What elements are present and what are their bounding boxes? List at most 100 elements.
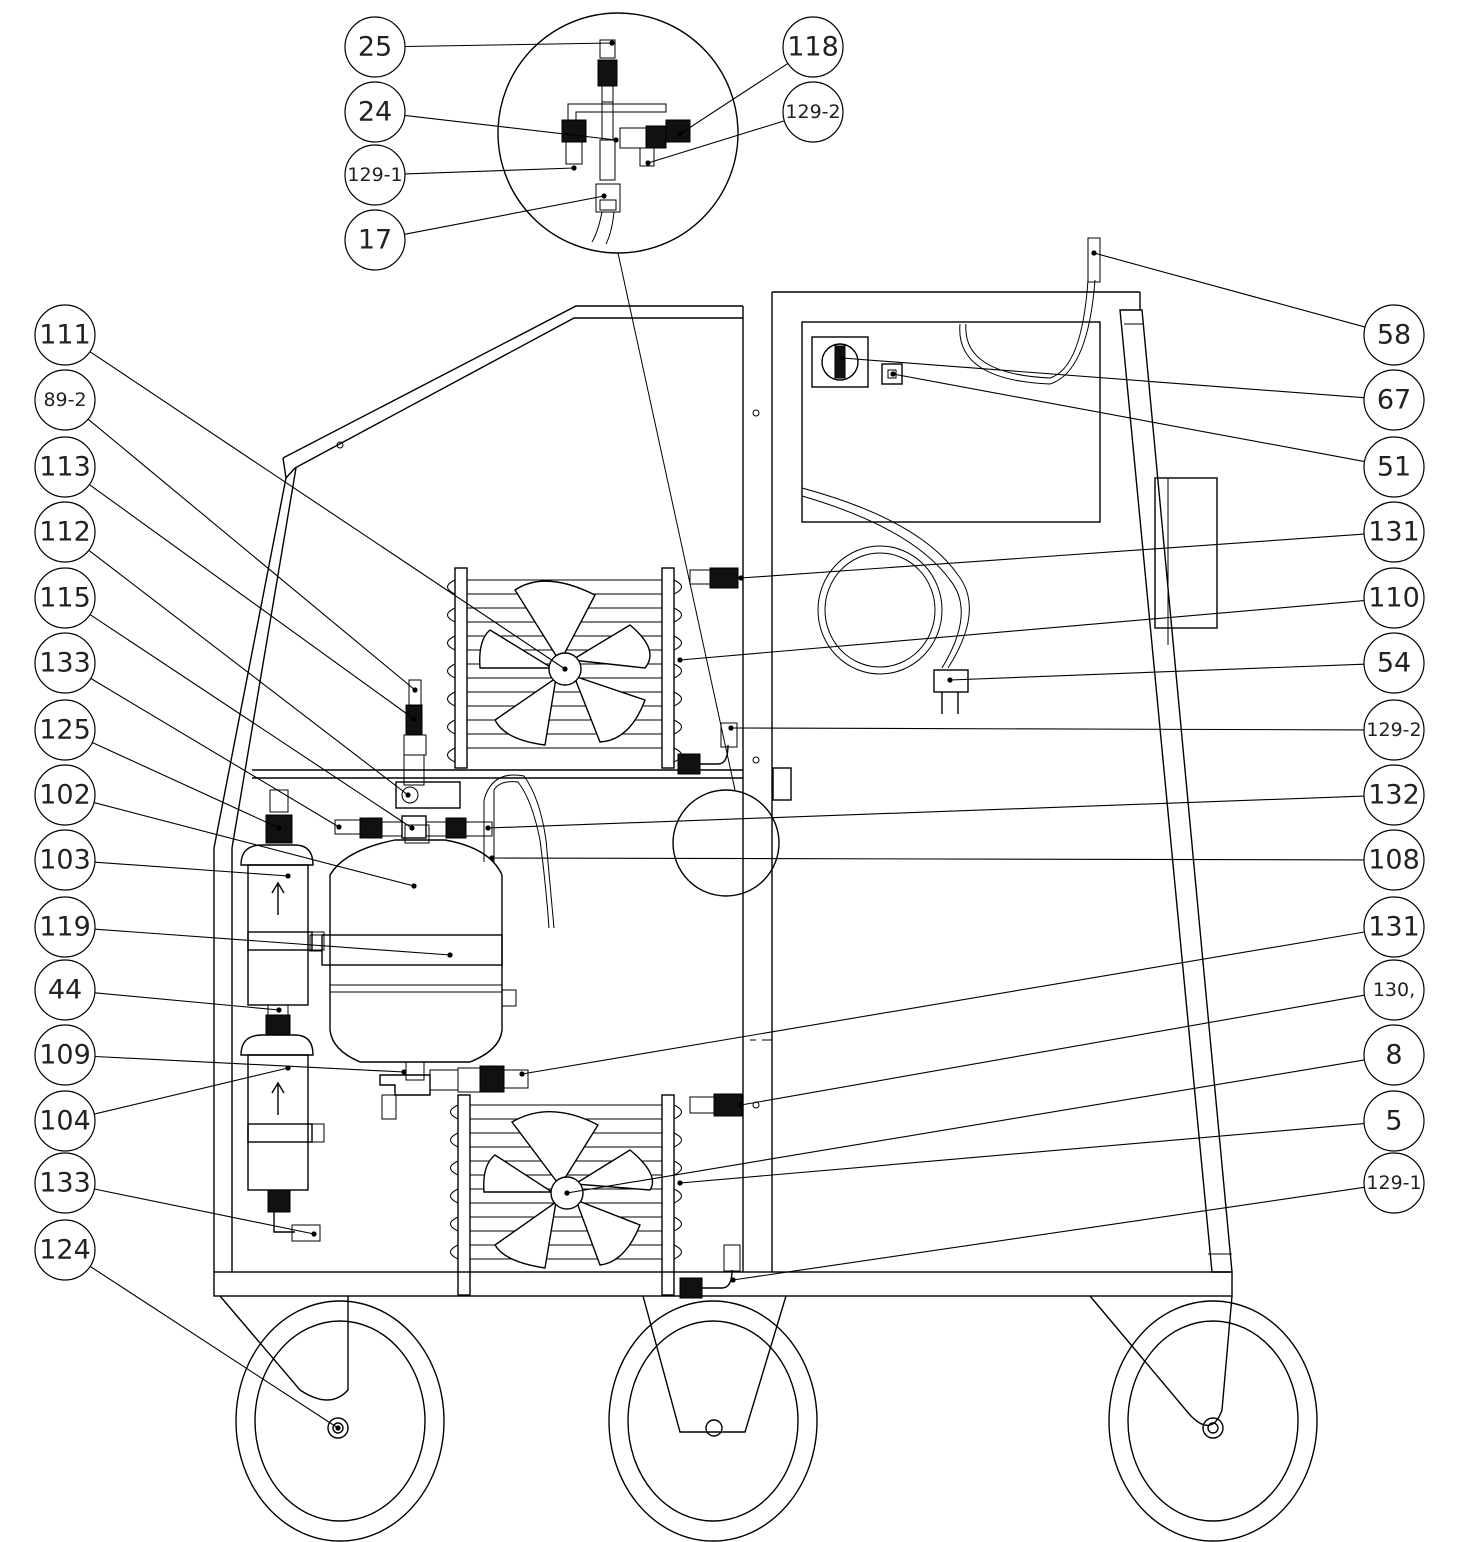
leader-target-dot [412, 687, 418, 693]
callout-circle [782, 16, 844, 78]
callout-number: 103 [39, 845, 91, 876]
leader-target-dot [489, 855, 495, 861]
callout-c58: 58 [1363, 304, 1425, 366]
callout-c129_1_top: 129-1 [344, 144, 406, 206]
leader-target-dot [401, 1069, 407, 1075]
upper-condenser [447, 567, 682, 769]
callout-number: 17 [358, 225, 392, 256]
detail-magnified-view [497, 12, 739, 791]
leader-target-dot [411, 883, 417, 889]
leader-line-c8 [566, 1059, 1365, 1194]
callout-circle [34, 567, 96, 629]
callout-circle [34, 959, 96, 1021]
callout-c113: 113 [34, 436, 96, 498]
caster-wheels [219, 1295, 1318, 1542]
callout-circle [344, 209, 406, 271]
leader-target-dot [335, 1425, 341, 1431]
callout-c54: 54 [1363, 632, 1425, 694]
callout-c25: 25 [344, 16, 406, 78]
callout-circle [34, 1152, 96, 1214]
leader-line-c110 [679, 600, 1365, 661]
leader-target-dot [411, 716, 417, 722]
callout-number: 115 [39, 583, 91, 614]
leader-target-dot [311, 1231, 317, 1237]
leader-target-dot [601, 193, 607, 199]
leader-target-dot [645, 160, 651, 166]
leader-target-dot [485, 825, 491, 831]
callout-number: 102 [39, 780, 91, 811]
leader-line-c17 [404, 195, 605, 235]
leader-target-dot [562, 666, 568, 672]
lower-condenser [450, 1094, 682, 1296]
leader-target-dot [677, 1180, 683, 1186]
callout-c104: 104 [34, 1090, 96, 1152]
leader-line-c130 [740, 994, 1365, 1106]
leader-target-dot [738, 1102, 744, 1108]
callout-circle [1363, 959, 1425, 1021]
callout-circle [34, 699, 96, 761]
callout-circle [1363, 1090, 1425, 1152]
callout-circle [1363, 699, 1425, 761]
callout-number: 131 [1368, 912, 1420, 943]
callout-number: 104 [39, 1106, 91, 1137]
callout-circle [34, 1024, 96, 1086]
callout-circle [344, 16, 406, 78]
callout-number: 125 [39, 715, 91, 746]
leader-target-dot [409, 825, 415, 831]
callout-number: 112 [39, 517, 91, 548]
leader-line-c89_2 [87, 418, 416, 691]
callout-number: 54 [1377, 648, 1411, 679]
callout-number: 109 [39, 1040, 91, 1071]
callout-c89_2: 89-2 [34, 369, 96, 431]
callout-circle [344, 81, 406, 143]
callout-c129_2_top: 129-2 [782, 81, 844, 143]
callout-number: 111 [39, 320, 91, 351]
leader-line-c112 [88, 549, 409, 796]
leader-line-c129_1_right [732, 1186, 1365, 1281]
callout-circle [1363, 764, 1425, 826]
leader-line-c125 [92, 741, 280, 829]
callout-circle [1363, 436, 1425, 498]
leader-line-c118 [679, 62, 789, 135]
callout-number: 131 [1368, 517, 1420, 548]
leader-target-dot [839, 355, 845, 361]
leader-line-c24 [404, 114, 617, 141]
leader-line-c5 [679, 1123, 1365, 1184]
leader-target-dot [405, 792, 411, 798]
callout-c132: 132 [1363, 764, 1425, 826]
leader-target-dot [276, 1007, 282, 1013]
callout-circle [1363, 369, 1425, 431]
leader-line-c129_2_right [730, 727, 1365, 731]
callout-circle [1363, 1024, 1425, 1086]
callout-circle [34, 304, 96, 366]
callout-number: 133 [39, 648, 91, 679]
callout-circle [34, 829, 96, 891]
leader-target-dot [1091, 250, 1097, 256]
callout-number: 89-2 [43, 389, 86, 411]
callout-c44: 44 [34, 959, 96, 1021]
leader-lines [87, 40, 1366, 1431]
callout-number: 108 [1368, 845, 1420, 876]
callout-c131_mid: 131 [1363, 896, 1425, 958]
callout-circle [782, 81, 844, 143]
callout-c24: 24 [344, 81, 406, 143]
leader-line-c111 [89, 351, 566, 670]
callout-c129_2_right: 129-2 [1363, 699, 1425, 761]
callout-circle [34, 369, 96, 431]
leader-line-c108 [491, 857, 1365, 861]
leader-line-c131_top [740, 533, 1365, 579]
callout-circle [34, 632, 96, 694]
callout-number: 58 [1377, 320, 1411, 351]
callout-c8: 8 [1363, 1024, 1425, 1086]
callout-c110: 110 [1363, 567, 1425, 629]
callout-number: 44 [48, 975, 82, 1006]
callout-c131_top: 131 [1363, 501, 1425, 563]
leader-target-dot [609, 40, 615, 46]
callout-c103: 103 [34, 829, 96, 891]
leader-line-c133_top [90, 677, 340, 828]
leader-line-c129_1_top [404, 167, 575, 175]
leader-target-dot [738, 575, 744, 581]
leader-line-c109 [94, 1055, 405, 1073]
callout-c67: 67 [1363, 369, 1425, 431]
